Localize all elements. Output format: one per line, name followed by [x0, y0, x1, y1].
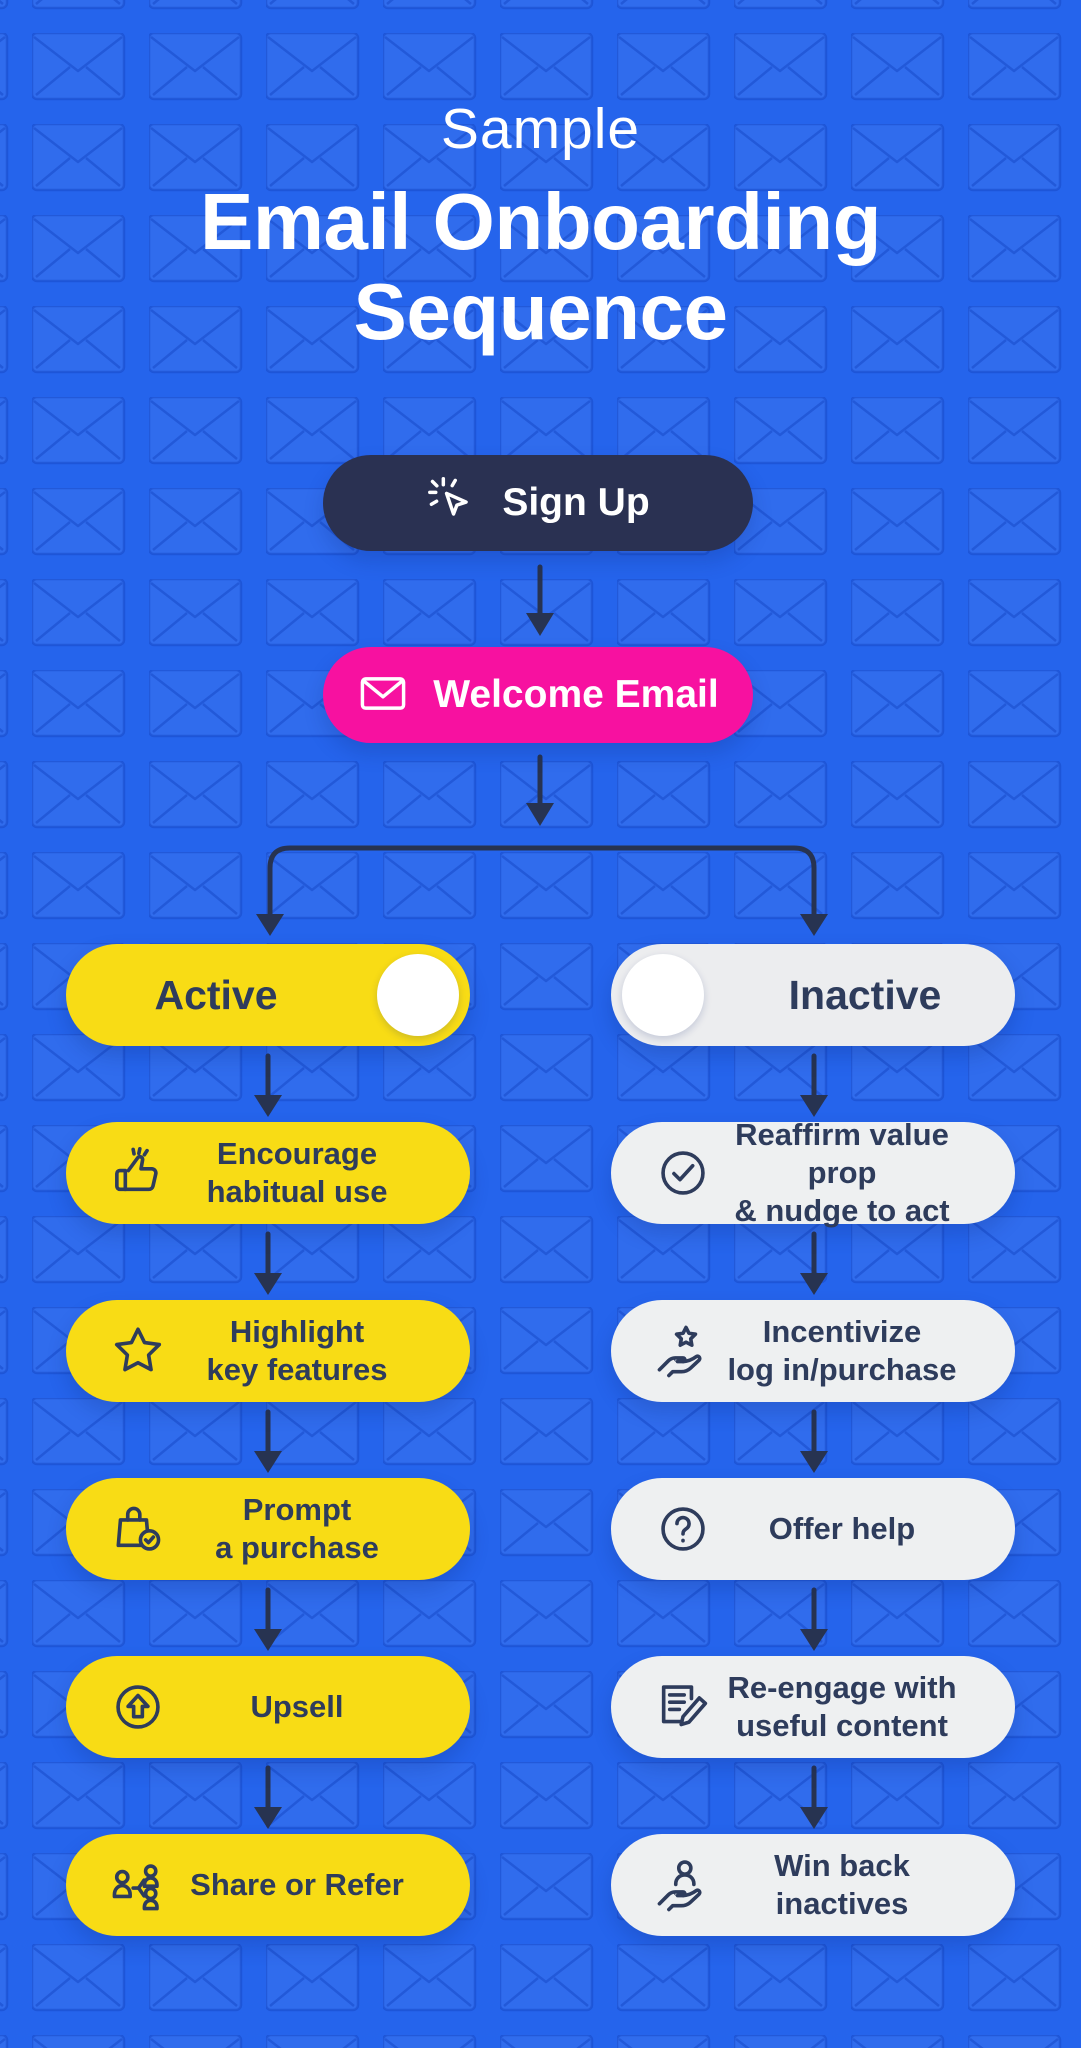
signup-node: Sign Up [323, 455, 753, 551]
document-pencil-icon [651, 1678, 715, 1736]
inactive-step-offer-help: Offer help [611, 1478, 1015, 1580]
referral-people-icon [106, 1856, 170, 1914]
hand-person-icon [651, 1856, 715, 1914]
step-label: Reaffirm value prop& nudge to act [734, 1117, 950, 1228]
star-icon [106, 1322, 170, 1380]
title-kicker: Sample [440, 97, 641, 161]
cursor-click-icon [426, 475, 478, 532]
arrow-up-circle-icon [106, 1678, 170, 1736]
step-label: Win back inactives [774, 1848, 910, 1921]
welcome-email-label: Welcome Email [433, 673, 719, 716]
page-title-line2: Sequence [353, 267, 728, 356]
step-label: Upsell [250, 1689, 344, 1724]
inactive-step-win-back-inactives: Win back inactives [611, 1834, 1015, 1936]
toggle-knob [377, 954, 459, 1036]
question-circle-icon [651, 1500, 715, 1558]
toggle-knob [622, 954, 704, 1036]
active-step-upsell: Upsell [66, 1656, 470, 1758]
step-label: Offer help [768, 1511, 916, 1546]
inactive-branch-label: Inactive [788, 971, 942, 1018]
active-step-share-or-refer: Share or Refer [66, 1834, 470, 1936]
thumbs-up-icon [106, 1144, 170, 1202]
shopping-bag-check-icon [106, 1500, 170, 1558]
signup-label: Sign Up [502, 481, 650, 524]
welcome-email-node: Welcome Email [323, 647, 753, 743]
inactive-branch-toggle: Inactive [611, 944, 1015, 1046]
active-branch-label: Active [154, 971, 278, 1018]
check-circle-icon [651, 1144, 715, 1202]
envelope-icon [357, 667, 409, 724]
step-label: Share or Refer [190, 1867, 404, 1902]
page-title-line1: Email Onboarding [200, 177, 881, 266]
inactive-step-reaffirm-value-prop: Reaffirm value prop& nudge to act [611, 1117, 1015, 1228]
active-branch-toggle: Active [66, 944, 470, 1046]
hand-star-icon [651, 1322, 715, 1380]
